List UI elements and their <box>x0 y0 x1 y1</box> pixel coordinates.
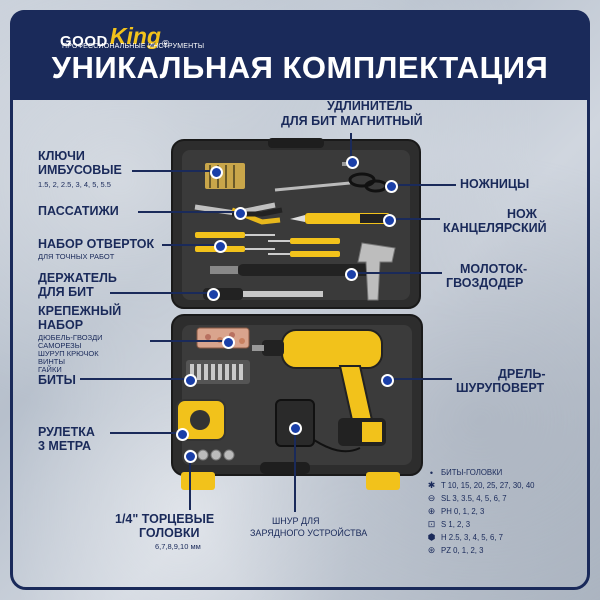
marker-knife <box>383 214 396 227</box>
label-hex-sizes: 1.5, 2, 2.5, 3, 4, 5, 5.5 <box>38 180 111 189</box>
marker-scissors <box>385 180 398 193</box>
label-hammer-2: ГВОЗДОДЕР <box>446 276 524 290</box>
brand-king: King <box>109 23 161 49</box>
marker-charger <box>289 422 302 435</box>
page-title: УНИКАЛЬНАЯ КОМПЛЕКТАЦИЯ <box>51 50 549 85</box>
label-fasteners-sub-5: ГАЙКИ <box>38 365 62 374</box>
marker-fasteners <box>222 336 235 349</box>
torx-icon: ✱ <box>427 480 436 490</box>
legend-row-text: PZ 0, 1, 2, 3 <box>441 546 484 555</box>
bits-graphic <box>186 360 250 384</box>
legend-row: ⊛ PZ 0, 1, 2, 3 <box>426 544 586 557</box>
label-bit-holder-2: ДЛЯ БИТ <box>38 285 94 299</box>
label-drill-2: ШУРУПОВЕРТ <box>456 381 545 395</box>
knife-graphic <box>290 213 390 224</box>
marker-pliers <box>234 207 247 220</box>
bits-legend: • БИТЫ-ГОЛОВКИ ✱ T 10, 15, 20, 25, 27, 3… <box>426 466 586 557</box>
label-tape-2: 3 МЕТРА <box>38 439 92 453</box>
leader-hex-keys <box>132 170 214 172</box>
label-hex-keys-1: КЛЮЧИ <box>38 149 85 163</box>
legend-row-text: PH 0, 1, 2, 3 <box>441 507 485 516</box>
marker-tape <box>176 428 189 441</box>
marker-bits <box>184 374 197 387</box>
legend-row: ✱ T 10, 15, 20, 25, 27, 30, 40 <box>426 479 586 492</box>
legend-title: БИТЫ-ГОЛОВКИ <box>441 468 503 477</box>
marker-hammer <box>345 268 358 281</box>
leader-tape <box>110 432 180 434</box>
square-icon: ⊡ <box>427 519 436 529</box>
legend-row-text: SL 3, 3.5, 4, 5, 6, 7 <box>441 494 507 503</box>
tape-measure-graphic <box>176 399 226 441</box>
slot-icon: ⊖ <box>427 493 436 503</box>
marker-drill <box>381 374 394 387</box>
drill-graphic <box>252 329 386 446</box>
leader-hammer <box>352 272 442 274</box>
label-fasteners-sub-1: ДЮБЕЛЬ-ГВОЗДИ <box>38 333 103 342</box>
pozidriv-icon: ⊛ <box>427 545 436 555</box>
label-fasteners-sub-3: ШУРУП КРЮЧОК <box>38 349 99 358</box>
label-fasteners-sub-4: ВИНТЫ <box>38 357 66 366</box>
label-screwdrivers: НАБОР ОТВЕРТОК <box>38 237 155 251</box>
marker-bit-holder <box>207 288 220 301</box>
legend-row: ⊡ S 1, 2, 3 <box>426 518 586 531</box>
bullet-icon: • <box>429 467 434 478</box>
label-sockets-2: ГОЛОВКИ <box>139 526 200 540</box>
label-screwdrivers-sub: ДЛЯ ТОЧНЫХ РАБОТ <box>38 252 115 261</box>
leader-knife <box>390 218 440 220</box>
label-charger-1: ШНУР ДЛЯ <box>272 516 320 526</box>
legend-row: ⊖ SL 3, 3.5, 4, 5, 6, 7 <box>426 492 586 505</box>
phillips-icon: ⊕ <box>427 506 436 516</box>
legend-row-text: T 10, 15, 20, 25, 27, 30, 40 <box>441 481 535 490</box>
legend-row-text: S 1, 2, 3 <box>441 520 471 529</box>
label-hex-keys-2: ИМБУСОВЫЕ <box>38 163 122 177</box>
label-sockets-sub: 6,7,8,9,10 мм <box>155 542 201 551</box>
leader-extension <box>350 133 352 163</box>
label-bits: БИТЫ <box>38 373 76 387</box>
hex-icon: ⬢ <box>427 532 436 542</box>
label-sockets-1: 1/4" ТОРЦЕВЫЕ <box>115 512 215 526</box>
brand-good: GOOD <box>60 33 108 50</box>
leader-bit-holder <box>110 292 210 294</box>
label-extension-2: ДЛЯ БИТ МАГНИТНЫЙ <box>281 114 423 128</box>
leader-screwdrivers <box>162 244 218 246</box>
legend-row: ⬢ H 2.5, 3, 4, 5, 6, 7 <box>426 531 586 544</box>
label-fasteners-sub-2: САМОРЕЗЫ <box>38 341 82 350</box>
brand-logo: GOOD King ® <box>60 16 169 50</box>
brand-reg: ® <box>161 39 170 50</box>
page-frame <box>10 10 590 590</box>
legend-title-row: • БИТЫ-ГОЛОВКИ <box>426 466 586 479</box>
screwdrivers-graphic <box>195 232 340 257</box>
leader-sockets <box>189 460 191 510</box>
label-knife-1: НОЖ <box>507 207 537 221</box>
leader-scissors <box>392 184 456 186</box>
leader-bits <box>80 378 188 380</box>
leader-drill <box>388 378 452 380</box>
label-extension-1: УДЛИНИТЕЛЬ <box>327 99 413 113</box>
brand-subtitle: ПРОФЕССИОНАЛЬНЫЕ ИНСТРУМЕНТЫ <box>62 43 205 50</box>
leader-fasteners <box>150 340 226 342</box>
marker-screwdrivers <box>214 240 227 253</box>
label-scissors: НОЖНИЦЫ <box>460 177 530 191</box>
label-knife-2: КАНЦЕЛЯРСКИЙ <box>443 221 547 235</box>
marker-extension <box>346 156 359 169</box>
label-fasteners-1: КРЕПЕЖНЫЙ <box>38 304 122 318</box>
marker-hex-keys <box>210 166 223 179</box>
marker-sockets <box>184 450 197 463</box>
label-charger-2: ЗАРЯДНОГО УСТРОЙСТВА <box>250 528 368 538</box>
hammer-graphic <box>210 242 396 301</box>
leader-pliers <box>138 211 238 213</box>
header-banner <box>10 10 590 100</box>
legend-row: ⊕ PH 0, 1, 2, 3 <box>426 505 586 518</box>
leader-charger <box>294 430 296 512</box>
label-drill-1: ДРЕЛЬ- <box>498 367 546 381</box>
label-fasteners-2: НАБОР <box>38 318 84 332</box>
label-tape-1: РУЛЕТКА <box>38 425 95 439</box>
label-bit-holder-1: ДЕРЖАТЕЛЬ <box>38 271 117 285</box>
label-pliers: ПАССАТИЖИ <box>38 204 119 218</box>
legend-row-text: H 2.5, 3, 4, 5, 6, 7 <box>441 533 503 542</box>
label-hammer-1: МОЛОТОК- <box>460 262 528 276</box>
